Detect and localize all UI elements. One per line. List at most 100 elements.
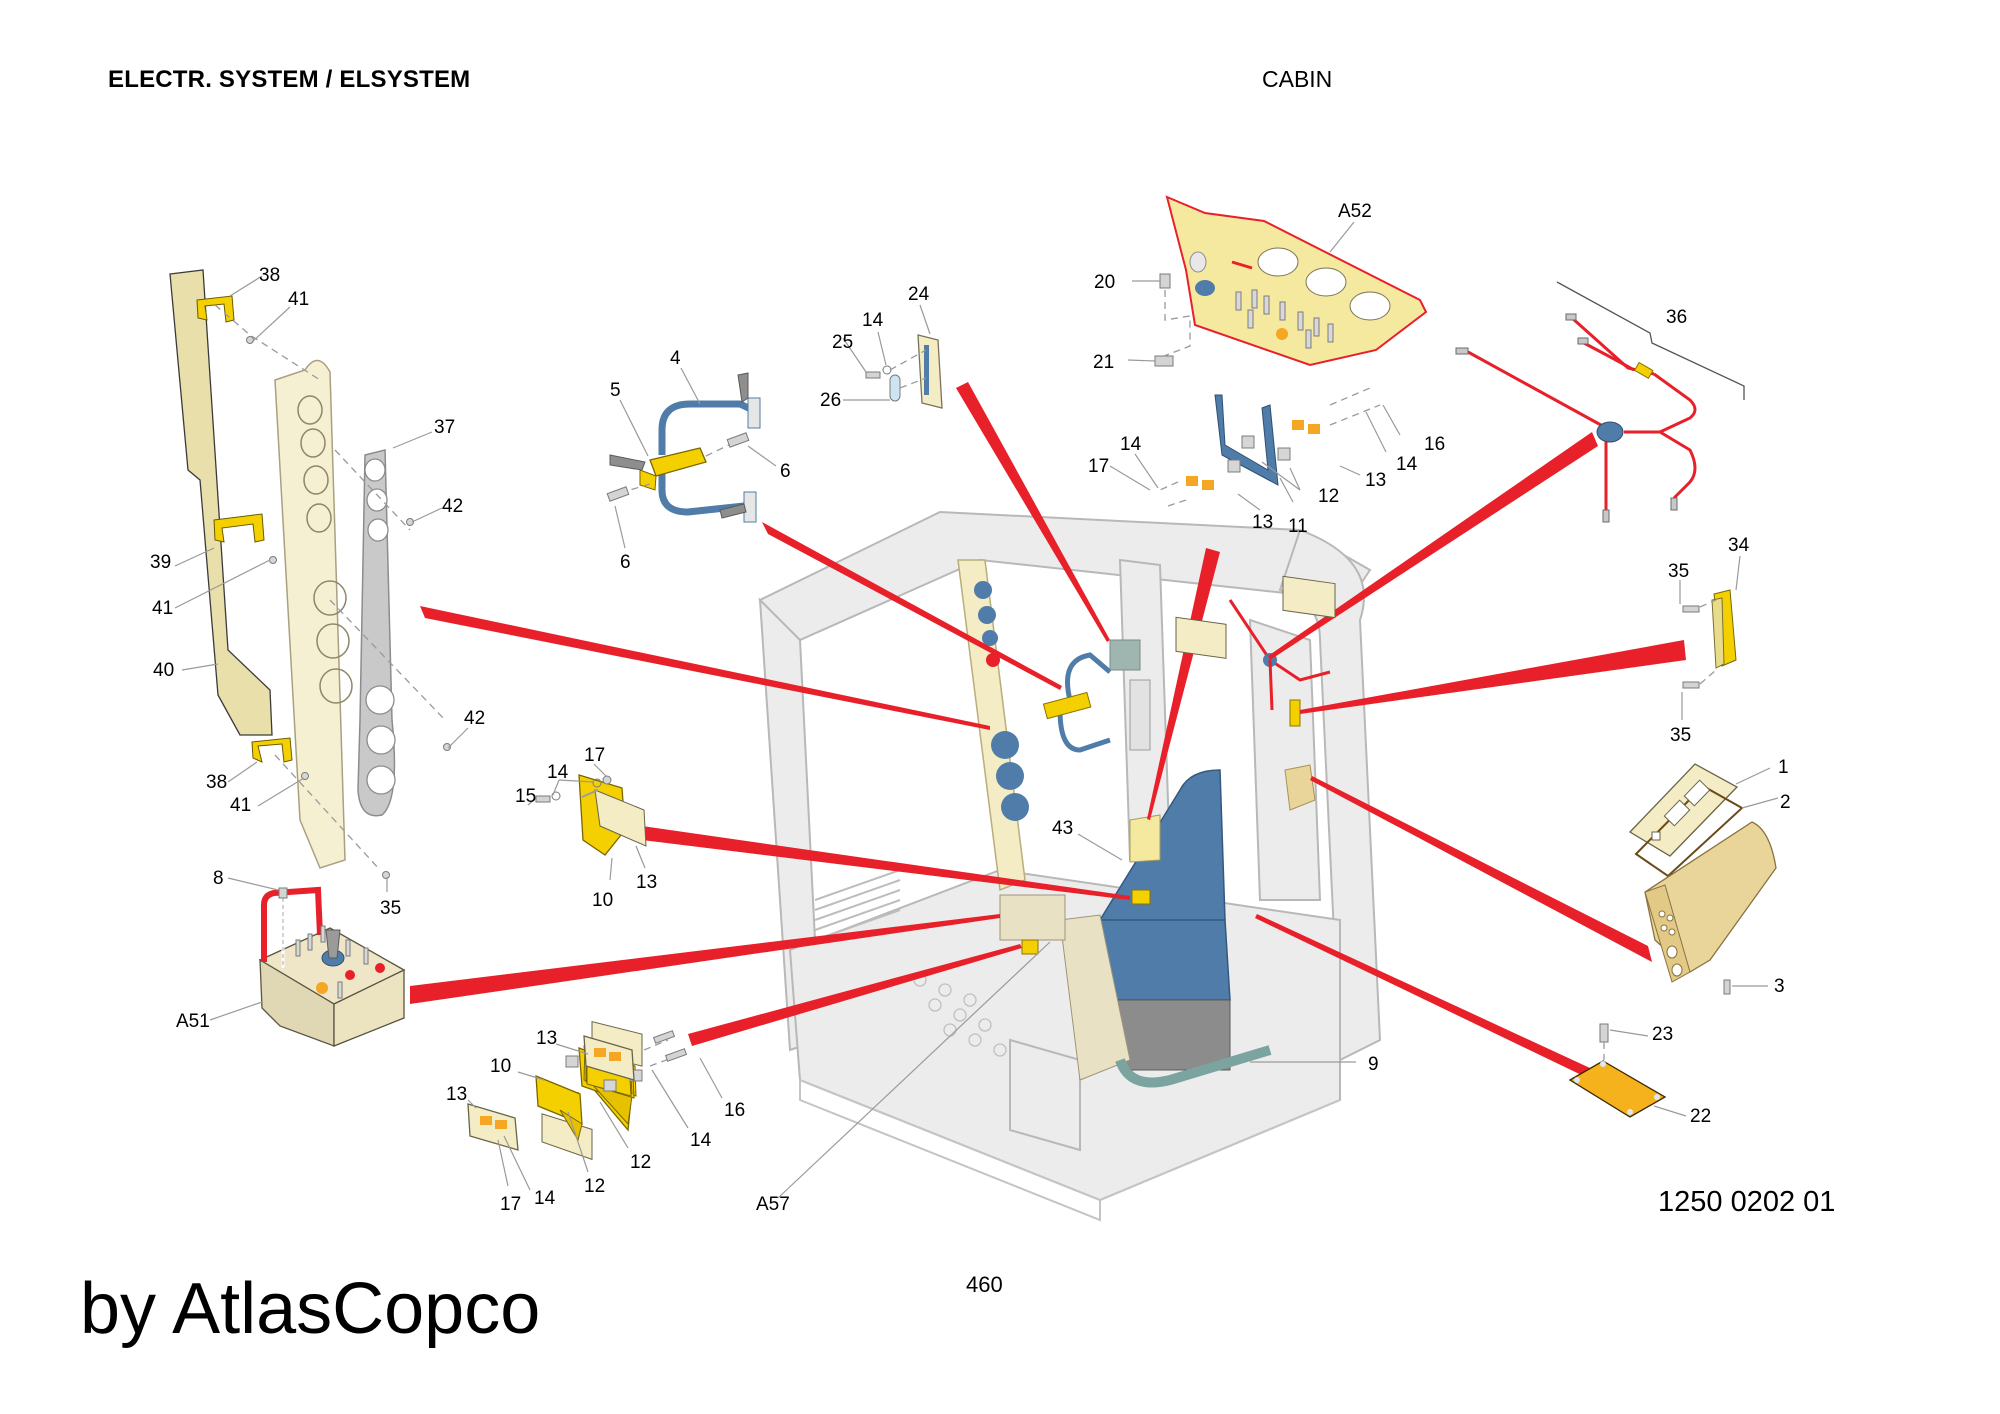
ray-harness xyxy=(1268,432,1598,660)
relay-bracket-11 xyxy=(1159,387,1381,659)
subsection-title: CABIN xyxy=(1262,66,1333,92)
callout-14: 14 xyxy=(690,1130,712,1151)
cabin-base-edge xyxy=(799,1078,1101,1222)
callout-11: 11 xyxy=(1288,516,1308,537)
callout-37: 37 xyxy=(434,417,455,438)
cabin-leaders xyxy=(777,833,1356,1199)
installed-control-box xyxy=(999,814,1161,955)
clip-39 xyxy=(213,513,265,543)
installed-cover-bracket xyxy=(1109,639,1141,671)
callout-17: 17 xyxy=(1088,456,1109,477)
cabin-base-line xyxy=(1099,1099,1341,1201)
callout-6: 6 xyxy=(780,461,791,482)
ray-connector xyxy=(1300,640,1686,714)
cabin-frame xyxy=(758,510,1382,1222)
callout-34: 34 xyxy=(1728,535,1750,556)
callout-14: 14 xyxy=(534,1188,556,1209)
installed-console-box xyxy=(1284,764,1316,811)
callout-2: 2 xyxy=(1780,792,1791,813)
cabin-side-panel xyxy=(1248,618,1322,901)
callout-13: 13 xyxy=(536,1028,557,1049)
ray-left-column xyxy=(420,606,990,730)
callout-12: 12 xyxy=(584,1176,605,1197)
callout-22: 22 xyxy=(1690,1106,1711,1127)
callout-38: 38 xyxy=(206,772,227,793)
callout-35: 35 xyxy=(1670,725,1691,746)
orange-plate-22 xyxy=(1568,1023,1667,1118)
callout-6: 6 xyxy=(620,552,631,573)
relays-lower-leaders xyxy=(467,1043,723,1191)
callout-41: 41 xyxy=(152,598,173,619)
callout-36: 36 xyxy=(1666,307,1687,328)
callout-4: 4 xyxy=(670,348,681,369)
document-number: 1250 0202 01 xyxy=(1658,1186,1836,1218)
callout-13: 13 xyxy=(1365,470,1386,491)
switch-panel-a52 xyxy=(1154,195,1428,367)
relay-board-13-lower-right xyxy=(583,1035,635,1081)
callout-8: 8 xyxy=(213,868,224,889)
callout-14: 14 xyxy=(1396,454,1418,475)
callout-17: 17 xyxy=(500,1194,521,1215)
relay-bracket-10 xyxy=(535,774,647,856)
callout-13: 13 xyxy=(446,1084,467,1105)
yellow-bracket-10-lower xyxy=(535,1075,583,1142)
callout-10: 10 xyxy=(592,890,613,911)
callout-39: 39 xyxy=(150,552,171,573)
callout-20: 20 xyxy=(1094,272,1115,293)
installed-lamp-bracket xyxy=(1042,652,1112,753)
bracket-36 xyxy=(1556,281,1745,400)
bracket-10-leaders xyxy=(527,763,646,881)
ray-plate xyxy=(1255,914,1596,1082)
watermark-text: by AtlasCopco xyxy=(80,1269,541,1349)
ray-control-a51 xyxy=(410,914,1000,1004)
callout-1: 1 xyxy=(1778,757,1789,778)
callout-13: 13 xyxy=(1252,512,1273,533)
callout-23: 23 xyxy=(1652,1024,1673,1045)
ray-console-box xyxy=(1310,776,1652,962)
callout-40: 40 xyxy=(153,660,174,681)
callout-14: 14 xyxy=(862,310,884,331)
clip-38-bottom xyxy=(251,737,293,763)
ray-panel-a52 xyxy=(1147,548,1220,820)
callout-42: 42 xyxy=(464,708,485,729)
callout-10: 10 xyxy=(490,1056,511,1077)
ray-relays-lower xyxy=(688,944,1022,1046)
callout-25: 25 xyxy=(832,332,853,353)
operator-seat xyxy=(1059,769,1272,1088)
connector-leaders xyxy=(1679,555,1741,720)
callout-9: 9 xyxy=(1368,1054,1379,1075)
left-column-leaders xyxy=(174,275,469,892)
callout-12: 12 xyxy=(1318,486,1339,507)
callout-41: 41 xyxy=(230,795,251,816)
ray-lamp-bracket xyxy=(762,522,1062,690)
panel-a52-leaders xyxy=(1109,221,1401,511)
relay-board-13-lower-left xyxy=(467,1103,519,1151)
pillar-panel-assembly xyxy=(169,269,451,879)
callout-a52: A52 xyxy=(1338,201,1372,222)
callout-16: 16 xyxy=(1424,434,1445,455)
work-lamp-bracket xyxy=(606,372,761,523)
control-box-a51 xyxy=(258,886,406,1047)
callout-12: 12 xyxy=(630,1152,651,1173)
callout-21: 21 xyxy=(1093,352,1114,373)
plate-leaders xyxy=(1609,1029,1687,1117)
callout-13: 13 xyxy=(636,872,657,893)
callout-35: 35 xyxy=(380,898,401,919)
control-a51-leaders xyxy=(209,877,279,1021)
callout-15: 15 xyxy=(515,786,536,807)
callout-41: 41 xyxy=(288,289,309,310)
callout-a57: A57 xyxy=(756,1194,790,1215)
installed-harness xyxy=(1228,599,1331,727)
callout-3: 3 xyxy=(1774,976,1785,997)
side-console-box xyxy=(1628,763,1777,995)
clip-38-top xyxy=(196,295,235,323)
callout-43: 43 xyxy=(1052,818,1073,839)
callout-38: 38 xyxy=(259,265,280,286)
callout-26: 26 xyxy=(820,390,841,411)
installed-switch-strip xyxy=(1129,679,1151,751)
interior-light-leaders xyxy=(842,304,931,401)
callout-a51: A51 xyxy=(176,1011,210,1032)
callout-16: 16 xyxy=(724,1100,745,1121)
callout-42: 42 xyxy=(442,496,463,517)
